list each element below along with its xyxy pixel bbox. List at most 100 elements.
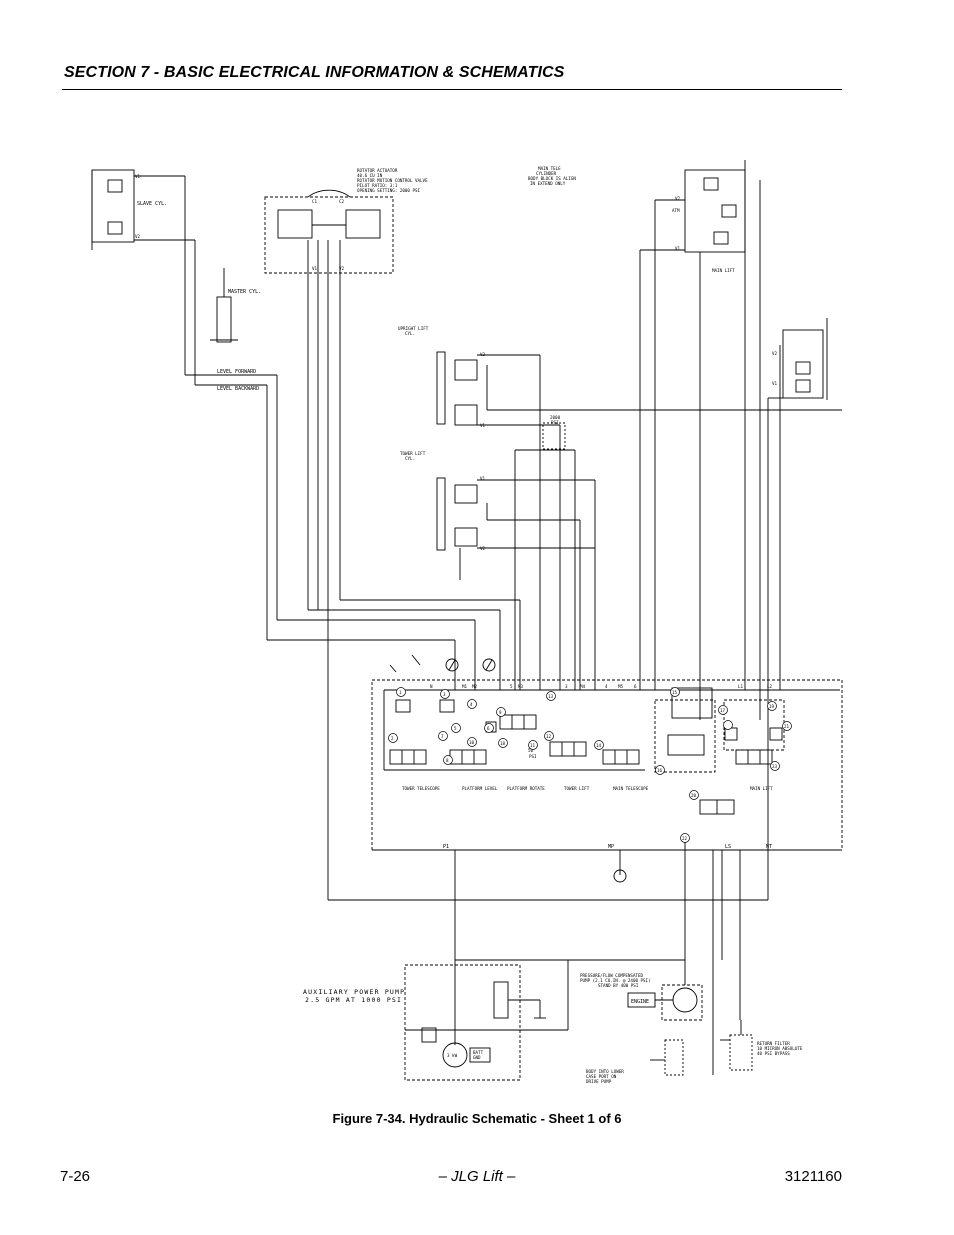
tower-lift-title: CYL. [405,456,415,461]
return-filter-label: 40 PSI BYPASS [757,1051,790,1056]
slave-cylinder-valve [91,169,135,243]
pump-note-line: STAND BY 400 PSI [598,983,639,988]
footer-brand: – JLG Lift – [438,1168,516,1185]
port-id-label: 8 [446,758,449,763]
tower-lift-title: TOWER LIFT [400,451,426,456]
bus-mp-label: MP [608,844,614,850]
bus-nt-label: NT [766,844,772,850]
valve-port-label: L2 [767,684,773,689]
port-id-label: 20 [691,793,697,798]
port-id-label: 4 [470,702,473,707]
port-v1-label: V1 [675,246,681,251]
main-tele-title: MAIN TELE [538,166,561,171]
engine-label: ENGINE [631,999,649,1005]
port-atm-label: ATM [672,208,680,213]
valve-port-label: 6 [634,684,637,689]
master-cylinder [216,296,232,343]
port-v2-label: V2 [339,266,345,271]
port-v1-label: V1 [772,381,778,386]
port-v2-label: V2 [480,546,486,551]
case-drain-note: BODY INTO LOWER [586,1069,624,1074]
relief-50-label: 50 [528,748,534,753]
valve-port-label: M4 [580,684,586,689]
port-id-label: 14 [596,743,602,748]
case-drain-note: DRIVE PUMP [586,1079,612,1084]
return-filter-label: 10 MICRON ABSOLUTE [757,1046,803,1051]
port-id-label: 5 [454,726,457,731]
pump-note-line: PUMP (2.1 CU.IN. @ 2400 PSI) [580,978,651,983]
valve-port-label: M1 [462,684,468,689]
port-id-label: 2 [391,736,394,741]
motor-label: 3 kW [447,1053,458,1058]
upright-lift-title: CYL. [405,331,415,336]
rotator-title-line: OPENING SETTING: 2000 PSI [357,188,421,193]
port-id-label: 23 [772,764,778,769]
upright-lift-title: UPRIGHT LIFT [398,326,429,331]
port-id-label: 18 [500,741,506,746]
port-v2-label: V2 [135,234,141,239]
port-id-label: 13 [548,694,554,699]
port-v1-label: V1 [312,266,318,271]
port-v1-label: V1 [480,476,486,481]
port-id-label: 16 [657,768,663,773]
port-v2-label: V2 [772,351,778,356]
pump-note-line: PRESSURE/FLOW COMPENSATED [580,973,644,978]
document-number: 3121160 [784,1168,842,1185]
level-forward-label: LEVEL FORWARD [217,369,256,375]
port-id-label: 11 [530,743,536,748]
port-v2-label: V2 [675,196,681,201]
aux-pump-title: AUXILIARY POWER PUMP [303,988,405,996]
section-title: SECTION 7 - BASIC ELECTRICAL INFORMATION… [64,64,565,81]
main-tele-title: IN EXTEND ONLY [530,181,566,186]
rotator-title-line: PILOT RATIO: 3:1 [357,183,398,188]
bus-ls-label: LS [725,844,731,850]
valve-port-label: 5 [510,684,513,689]
port-id-label: 12 [546,734,552,739]
valve-port-label: N [430,684,433,689]
port-v1-label: V1 [135,174,141,179]
port-id-label: 7 [441,734,444,739]
master-cyl-label: MASTER CYL. [228,289,261,295]
port-id-label: 21 [784,724,790,729]
port-id-label: 19 [769,704,775,709]
main-lift-title: MAIN LIFT [712,268,735,273]
valve-port-label: 3 [565,684,568,689]
main-tele-title: CYLINDER [536,171,557,176]
port-v2-label: V2 [480,352,486,357]
main-tele-title: BODY BLOCK IS ALIGN [528,176,576,181]
aux-pump-subtitle: 2.5 GPM AT 1000 PSI [305,996,402,1004]
valve-port-label: M5 [618,684,624,689]
valve-port-label: M2 [472,684,478,689]
aux-pump-block [404,964,521,1081]
valve-port-label: M3 [518,684,524,689]
rotator-title-line: ROTATOR ACTUATOR [357,168,398,173]
header-rule [62,89,842,90]
port-id-label: 15 [672,690,678,695]
valve-label-tower-lift: TOWER LIFT [564,786,590,791]
figure-caption: Figure 7-34. Hydraulic Schematic - Sheet… [332,1111,622,1126]
port-id-label: 6 [487,726,490,731]
relief-2000-label: PSI [551,420,559,425]
return-filter-label: RETURN FILTER [757,1041,790,1046]
battery-label: GND [473,1055,481,1060]
rotator-title-line: 40.6 CU IN [357,173,383,178]
port-id-label: 22 [682,836,688,841]
valve-label-platform-level: PLATFORM LEVEL [462,786,498,791]
rotator-title-line: ROTATOR MOTION CONTROL VALVE [357,178,428,183]
main-pump [672,987,698,1013]
battery-label: BATT [473,1050,484,1055]
port-id-label: 17 [720,708,726,713]
main-lift-valve [782,329,824,399]
case-drain-note: CASE PORT ON [586,1074,617,1079]
port-id-label: 3 [443,692,446,697]
bus-p1-label: P1 [443,844,449,850]
port-id-label: 9 [499,710,502,715]
relief-50-label: PSI [529,754,537,759]
valve-label-platform-rotate: PLATFORM ROTATE [507,786,545,791]
rotator-block [264,196,394,274]
slave-cyl-label: SLAVE CYL. [137,201,167,207]
valve-label-main-lift: MAIN LIFT [750,786,773,791]
page-number: 7-26 [60,1168,91,1185]
valve-port-label: 4 [605,684,608,689]
